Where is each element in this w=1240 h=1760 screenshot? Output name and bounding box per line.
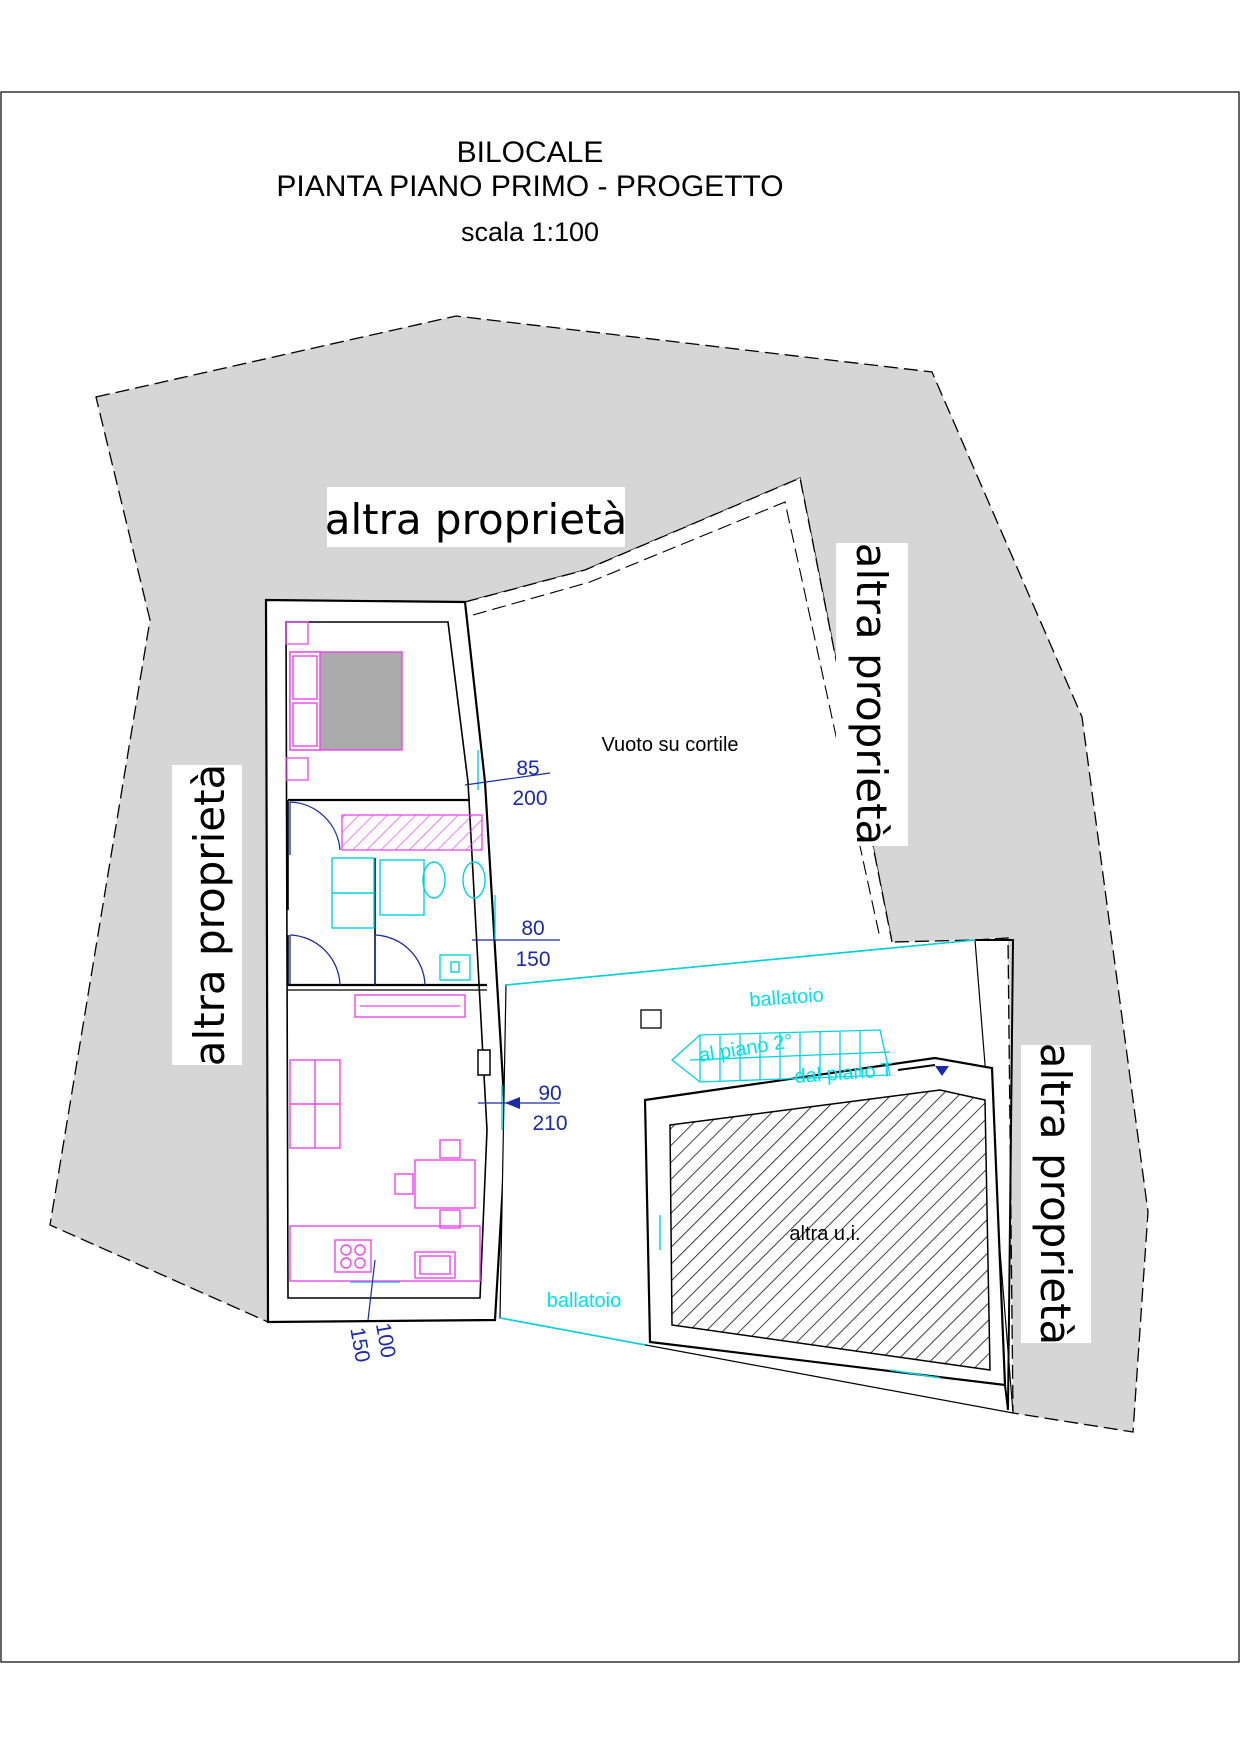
- page-frame: [0, 91, 1240, 1663]
- sofa: [289, 1059, 341, 1149]
- label-altra-left: altra proprietà: [185, 764, 234, 1067]
- wardrobe: [341, 814, 483, 851]
- label-ballatoio-upper: ballatoio: [749, 984, 825, 1011]
- drawing-scale: scala 1:100: [460, 217, 600, 247]
- svg-text:85: 85: [516, 757, 539, 780]
- label-altra-right-upper: altra proprietà: [847, 543, 896, 846]
- nightstand-top: [285, 621, 309, 645]
- staircase: [670, 1029, 891, 1083]
- window-dim-4: 100 150: [345, 1321, 399, 1364]
- label-box-left: [172, 765, 242, 1065]
- label-altra-right-lower: altra proprietà: [1031, 1043, 1080, 1346]
- drawing-title: BILOCALE: [456, 136, 604, 169]
- label-altra-top: altra proprietà: [325, 495, 628, 544]
- window-dim-1: 85 200: [512, 757, 547, 810]
- svg-text:150: 150: [345, 1326, 374, 1365]
- bathroom-fixtures: [331, 857, 486, 981]
- courtyard-void: [465, 478, 892, 985]
- column-block: [640, 1009, 662, 1029]
- label-vuoto-cortile: Vuoto su cortile: [601, 734, 738, 756]
- tv-unit: [354, 994, 466, 1018]
- nightstand-bottom: [285, 757, 309, 781]
- drawing-subtitle: PIANTA PIANO PRIMO - PROGETTO: [276, 170, 784, 203]
- label-box-top: [327, 487, 625, 547]
- label-box-right-lower: [1021, 1045, 1091, 1343]
- other-unit-hatch: [669, 1089, 991, 1371]
- kitchen-counter: [289, 1225, 481, 1282]
- window-dim-3: 90 210: [532, 1082, 567, 1135]
- svg-text:210: 210: [532, 1112, 567, 1135]
- svg-text:200: 200: [512, 787, 547, 810]
- bed: [289, 651, 403, 751]
- door-swings: [289, 801, 426, 986]
- svg-text:80: 80: [521, 917, 544, 940]
- svg-text:150: 150: [515, 948, 550, 971]
- label-altra-ui: altra u.i.: [789, 1223, 860, 1245]
- entry-arrow-icon: [935, 1066, 949, 1076]
- dining-table: [394, 1139, 476, 1229]
- svg-text:100: 100: [371, 1321, 400, 1360]
- label-box-right-upper: [836, 543, 908, 846]
- window-dim-2: 80 150: [515, 917, 550, 971]
- label-ballatoio-lower: ballatoio: [547, 1290, 622, 1312]
- svg-text:90: 90: [538, 1082, 561, 1105]
